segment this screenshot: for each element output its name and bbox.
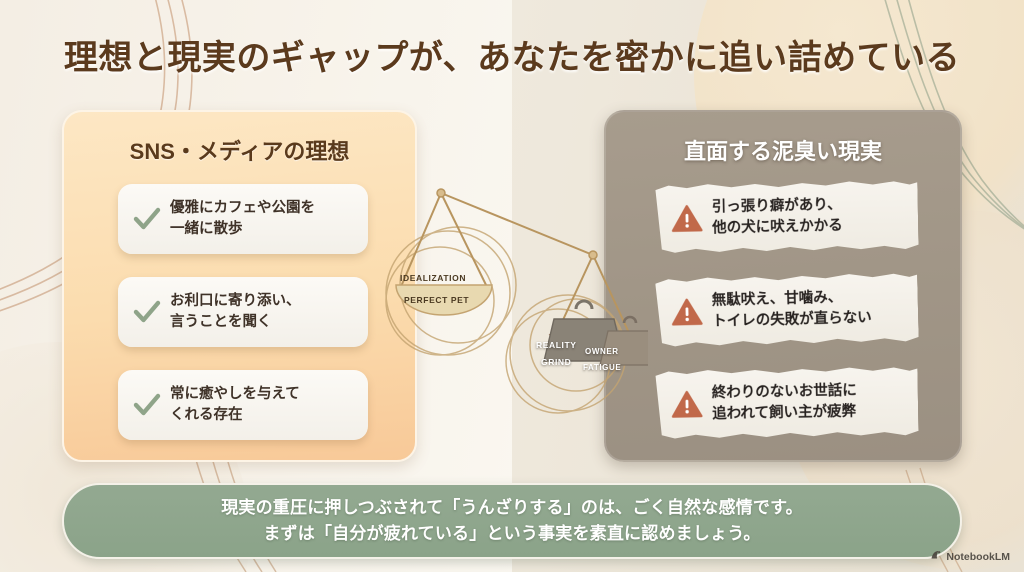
weight-reality-label-line1: REALITY	[536, 340, 577, 350]
reality-item-card[interactable]: 終わりのないお世話に 追われて飼い主が疲弊	[655, 366, 918, 441]
reality-item-line1: 引っ張り癖があり、	[711, 197, 842, 216]
summary-banner-line1: 現実の重圧に押しつぶされて「うんざりする」のは、ごく自然な感情です。	[221, 497, 803, 517]
warning-triangle-icon	[666, 291, 709, 334]
balance-scale-graphic	[385, 188, 661, 414]
reality-item-line1: 無駄吠え、甘噛み、	[711, 290, 843, 310]
reality-item-line1: 終わりのないお世話に	[711, 383, 857, 402]
ideal-item-card[interactable]: 優雅にカフェや公園を 一緒に散歩	[118, 184, 368, 254]
reality-panel: 直面する泥臭い現実 引っ張り癖があり、 他の犬に吠えかかる	[604, 110, 962, 462]
ideal-panel-heading: SNS・メディアの理想	[129, 139, 350, 164]
check-icon	[126, 291, 168, 333]
ideal-item-line2: くれる存在	[170, 407, 243, 423]
reality-item-text: 終わりのないお世話に 追われて飼い主が疲弊	[708, 381, 858, 425]
balance-scale-illustration: IDEALIZATION PERFECT PET REALITY GRIND O…	[378, 185, 661, 425]
warning-triangle-icon	[666, 198, 709, 241]
warning-triangle-icon	[666, 383, 709, 426]
weight-owner-label-line2: FATIGUE	[583, 363, 622, 372]
ideal-item-line2: 一緒に散歩	[170, 221, 243, 237]
ideal-item-line1: お利口に寄り添い、	[170, 293, 301, 310]
reality-panel-heading: 直面する泥臭い現実	[683, 139, 882, 164]
scale-idealization-label: IDEALIZATION	[400, 273, 467, 283]
notebooklm-watermark: NotebookLM	[930, 549, 1010, 564]
ideal-item-text: 優雅にカフェや公園を 一緒に散歩	[168, 198, 315, 239]
notebooklm-label: NotebookLM	[946, 550, 1010, 563]
ideal-item-line2: 言うことを聞く	[170, 314, 272, 330]
check-icon	[126, 198, 168, 240]
ideal-item-line1: 優雅にカフェや公園を	[170, 200, 315, 217]
reality-item-line2: 他の犬に吠えかかる	[712, 217, 843, 237]
notebooklm-logo-icon	[930, 549, 942, 564]
reality-item-text: 無駄吠え、甘噛み、 トイレの失敗が直らない	[708, 287, 872, 332]
weight-owner-label-line1: OWNER	[585, 347, 619, 356]
ideal-item-text: 常に癒やしを与えて くれる存在	[168, 384, 300, 425]
check-icon	[126, 384, 168, 426]
ideal-item-card[interactable]: お利口に寄り添い、 言うことを聞く	[118, 277, 368, 347]
scale-perfect-pet-label: PERFECT PET	[404, 295, 470, 305]
weight-reality-label-line2: GRIND	[541, 357, 572, 367]
reality-item-line2: 追われて飼い主が疲弊	[712, 403, 857, 423]
reality-item-card[interactable]: 無駄吠え、甘噛み、 トイレの失敗が直らない	[655, 272, 919, 348]
reality-item-text: 引っ張り癖があり、 他の犬に吠えかかる	[708, 195, 843, 239]
reality-item-line2: トイレの失敗が直らない	[712, 309, 872, 330]
summary-banner: 現実の重圧に押しつぶされて「うんざりする」のは、ごく自然な感情です。 まずは「自…	[62, 483, 962, 559]
page-title: 理想と現実のギャップが、あなたを密かに追い詰めている	[63, 39, 961, 77]
ideal-item-card[interactable]: 常に癒やしを与えて くれる存在	[118, 370, 368, 440]
ideal-item-line1: 常に癒やしを与えて	[170, 386, 300, 403]
ideal-item-text: お利口に寄り添い、 言うことを聞く	[168, 291, 301, 332]
summary-banner-line2: まずは「自分が疲れている」という事実を素直に認めましょう。	[263, 524, 761, 543]
reality-item-card[interactable]: 引っ張り癖があり、 他の犬に吠えかかる	[655, 179, 918, 254]
ideal-panel: SNS・メディアの理想 優雅にカフェや公園を 一緒に散歩 お利口に寄り添い、 言…	[62, 110, 417, 462]
